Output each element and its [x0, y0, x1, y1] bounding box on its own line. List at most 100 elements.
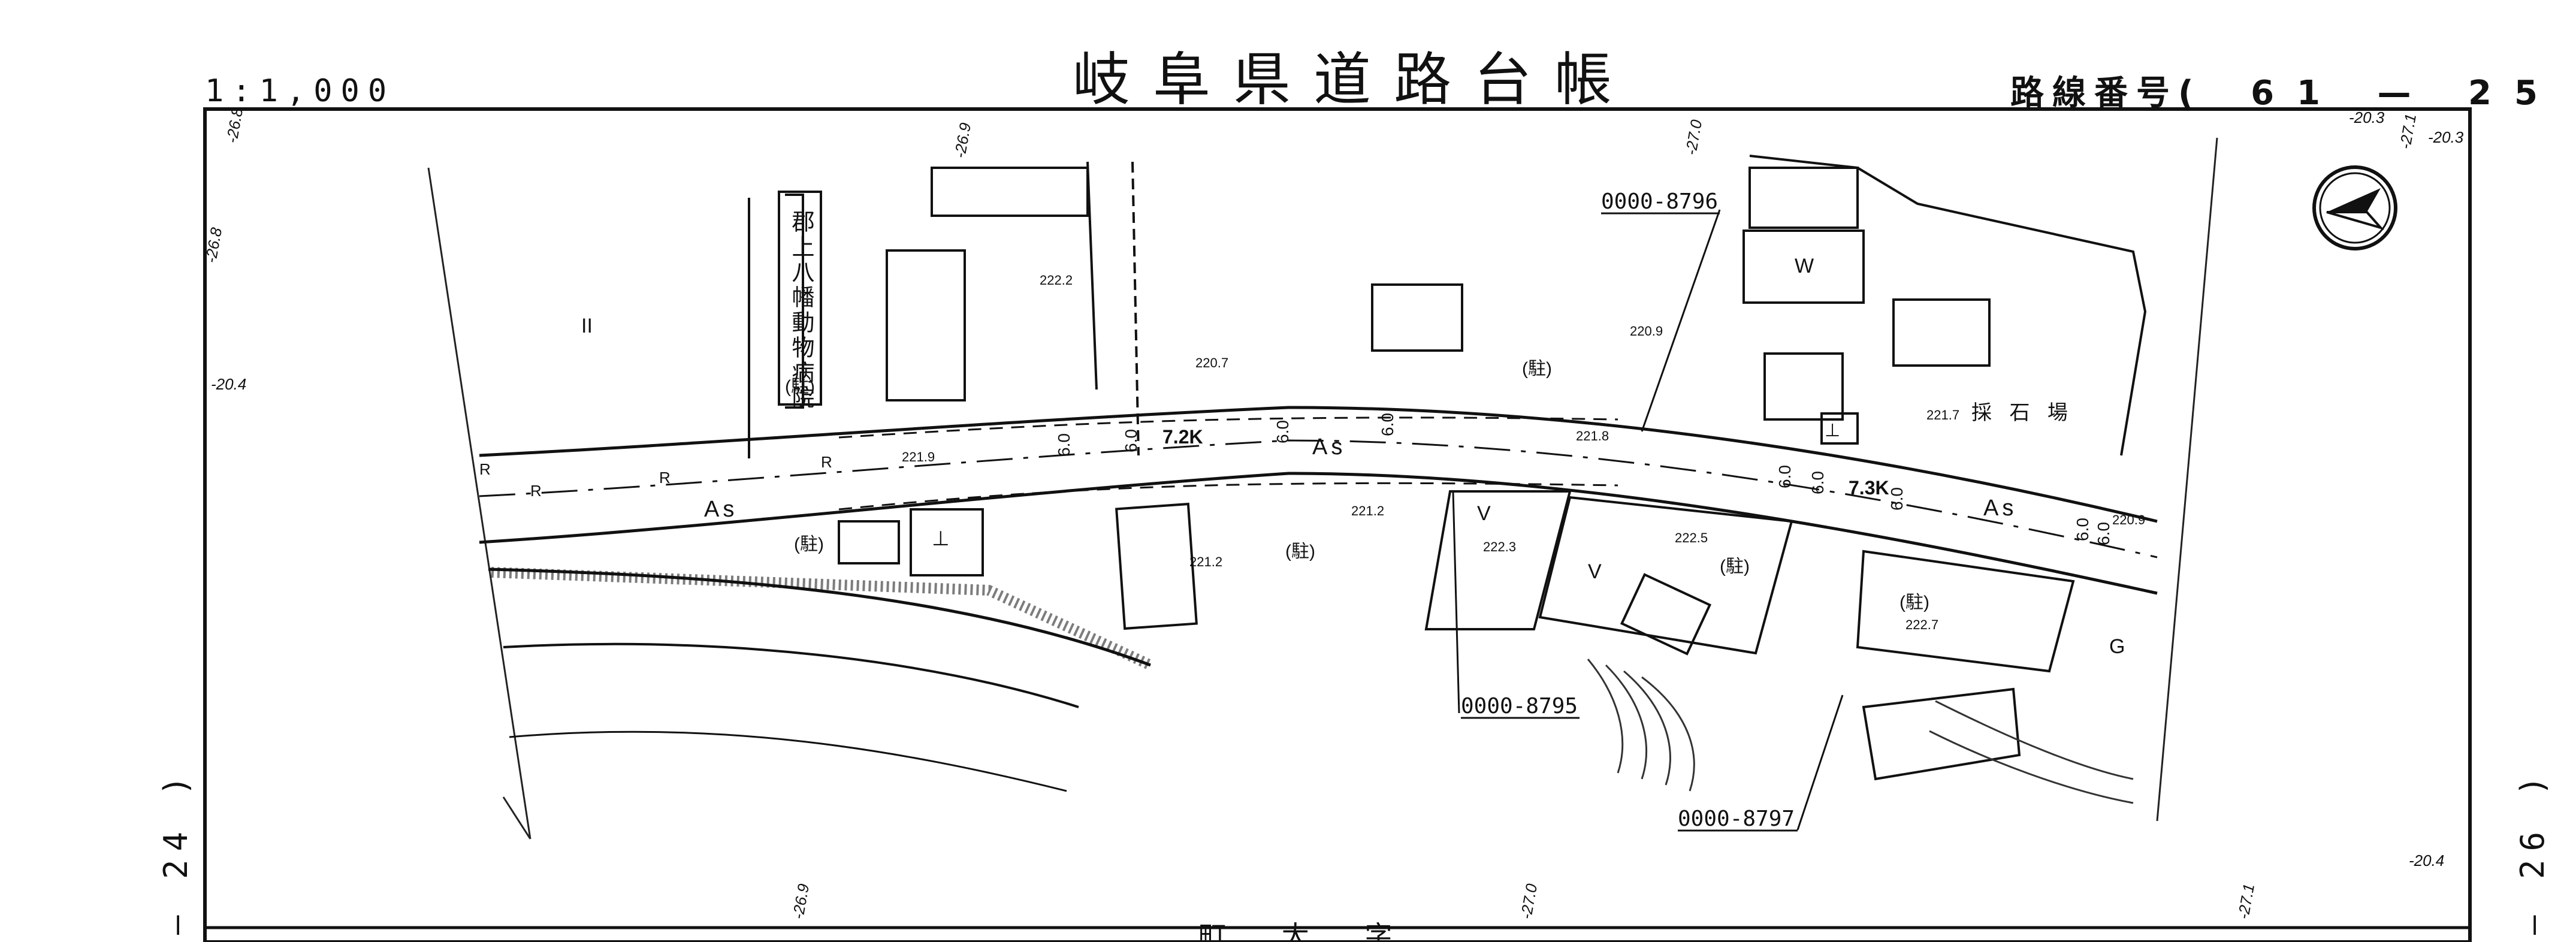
elevation-point: 221.7: [1926, 407, 1959, 422]
zone-label: V: [1588, 560, 1602, 583]
road-surface-label: As: [1983, 496, 2017, 521]
page-title: 岐阜県道路台帳: [1073, 46, 1635, 113]
building: [1862, 687, 2021, 781]
elevation-point: 221.8: [1576, 428, 1609, 443]
elevation-point: 222.5: [1675, 530, 1708, 545]
elevation-point: 221.9: [902, 449, 935, 464]
boundary-line: [502, 796, 531, 840]
building: [910, 508, 984, 576]
structure-id[interactable]: 0000-8797: [1678, 807, 1795, 831]
road-surface-label: As: [704, 497, 738, 522]
map-symbol: R: [659, 469, 671, 487]
elevation-point: 222.7: [1905, 617, 1938, 632]
zone-label: II: [581, 315, 593, 337]
distance-marker: 7.3K: [1849, 477, 1889, 499]
leader-line: [1796, 695, 1844, 831]
riprap-hatch: [491, 567, 1153, 671]
elevation-point: 221.2: [1189, 554, 1222, 569]
map-symbol: R: [530, 482, 542, 500]
road-edge-north: [479, 406, 2158, 523]
map-symbol: R: [479, 460, 491, 478]
edge-label: -26.8: [222, 106, 246, 144]
road-width: 6.0: [1808, 471, 1827, 494]
building: [931, 167, 1089, 217]
zone-label: G: [2109, 635, 2125, 658]
leader-line: [1641, 209, 1721, 432]
hospital-label-frame: [778, 191, 822, 406]
quarry-building: [1892, 298, 1991, 367]
contour: [1641, 676, 1695, 792]
edge-label: -27.0: [1681, 118, 1705, 156]
boundary-line: [2156, 137, 2218, 822]
building: [1620, 573, 1712, 656]
road-width: 6.0: [1122, 429, 1140, 452]
parcel: [1538, 496, 1793, 655]
parking-label: (駐): [1720, 557, 1750, 576]
quarry-building: [1748, 167, 1859, 229]
parcel: [1424, 490, 1572, 630]
quarry-boundary: [1749, 155, 2147, 456]
building: [1115, 502, 1198, 630]
elevation-point: 220.9: [1630, 324, 1663, 339]
zone-label: W: [1795, 255, 1814, 277]
edge-label: -20.4: [2409, 852, 2444, 869]
elevation-point: 222.2: [1040, 273, 1073, 288]
stream-line: [1131, 161, 1140, 456]
building: [1371, 283, 1463, 352]
structure-id[interactable]: 0000-8796: [1601, 189, 1718, 214]
road-lane-line: [838, 482, 1618, 511]
route-number-label: 路線番号( 61 — 25 ): [2010, 66, 2576, 114]
map-symbol: ⊥: [1825, 421, 1840, 440]
contour: [1935, 700, 2134, 780]
contour: [1623, 670, 1671, 786]
edge-label: -27.1: [2396, 112, 2420, 150]
parking-label: (駐): [1899, 593, 1929, 612]
road-width: 6.0: [2073, 518, 2092, 541]
north-arrow-icon: [2312, 165, 2397, 250]
hospital-name: 郡上八幡動物病院: [788, 210, 814, 411]
edge-label: -20.3: [2349, 108, 2385, 126]
map-symbol: ⊥: [932, 527, 950, 550]
contour: [1587, 659, 1624, 774]
quarry-building: [1763, 352, 1844, 421]
parking-label: (駐): [785, 377, 815, 397]
edge-label: -27.1: [2234, 882, 2258, 920]
road-width: 6.0: [1273, 420, 1292, 443]
leader-line: [1452, 491, 1460, 714]
quarry-building: [1820, 412, 1859, 445]
edge-label: -26.9: [950, 121, 974, 159]
road-centerline: [479, 439, 2158, 558]
parking-label: (駐): [794, 535, 824, 554]
contour: [1929, 730, 2134, 804]
elevation-point: 221.2: [1351, 503, 1384, 518]
riverbank: [503, 642, 1079, 708]
road-lane-line: [838, 416, 1618, 439]
parking-label: (駐): [1285, 542, 1315, 561]
elevation-point: 220.9: [2112, 512, 2145, 527]
edge-label: -27.0: [1517, 882, 1541, 920]
road-width: 6.0: [1775, 465, 1794, 488]
hospital-parcel: [785, 194, 804, 409]
road-surface-label: As: [1312, 434, 1346, 460]
map-symbol: R: [821, 453, 832, 471]
route-prefix: 路線番号: [2010, 74, 2178, 113]
edge-label: -20.3: [2428, 128, 2464, 146]
edge-label: -20.4: [211, 375, 246, 393]
distance-marker: 7.2K: [1162, 426, 1203, 448]
road-width: 6.0: [1055, 433, 1073, 457]
road-edge-south: [479, 472, 2158, 595]
parcel: [1856, 550, 2075, 673]
contour: [1605, 664, 1647, 780]
footer-text: 町 大 字: [1198, 920, 1417, 942]
building: [838, 520, 900, 564]
road-width: 6.0: [1888, 487, 1906, 511]
map-frame: [203, 107, 2472, 942]
stream-line: [1086, 161, 1098, 390]
edge-label: -26.9: [789, 882, 813, 920]
road-width: 6.0: [1378, 413, 1397, 436]
elevation-point: 220.7: [1195, 355, 1228, 370]
map-scale: 1:1,000: [205, 73, 395, 109]
elevation-point: 222.3: [1483, 539, 1516, 554]
structure-id[interactable]: 0000-8795: [1461, 694, 1578, 718]
